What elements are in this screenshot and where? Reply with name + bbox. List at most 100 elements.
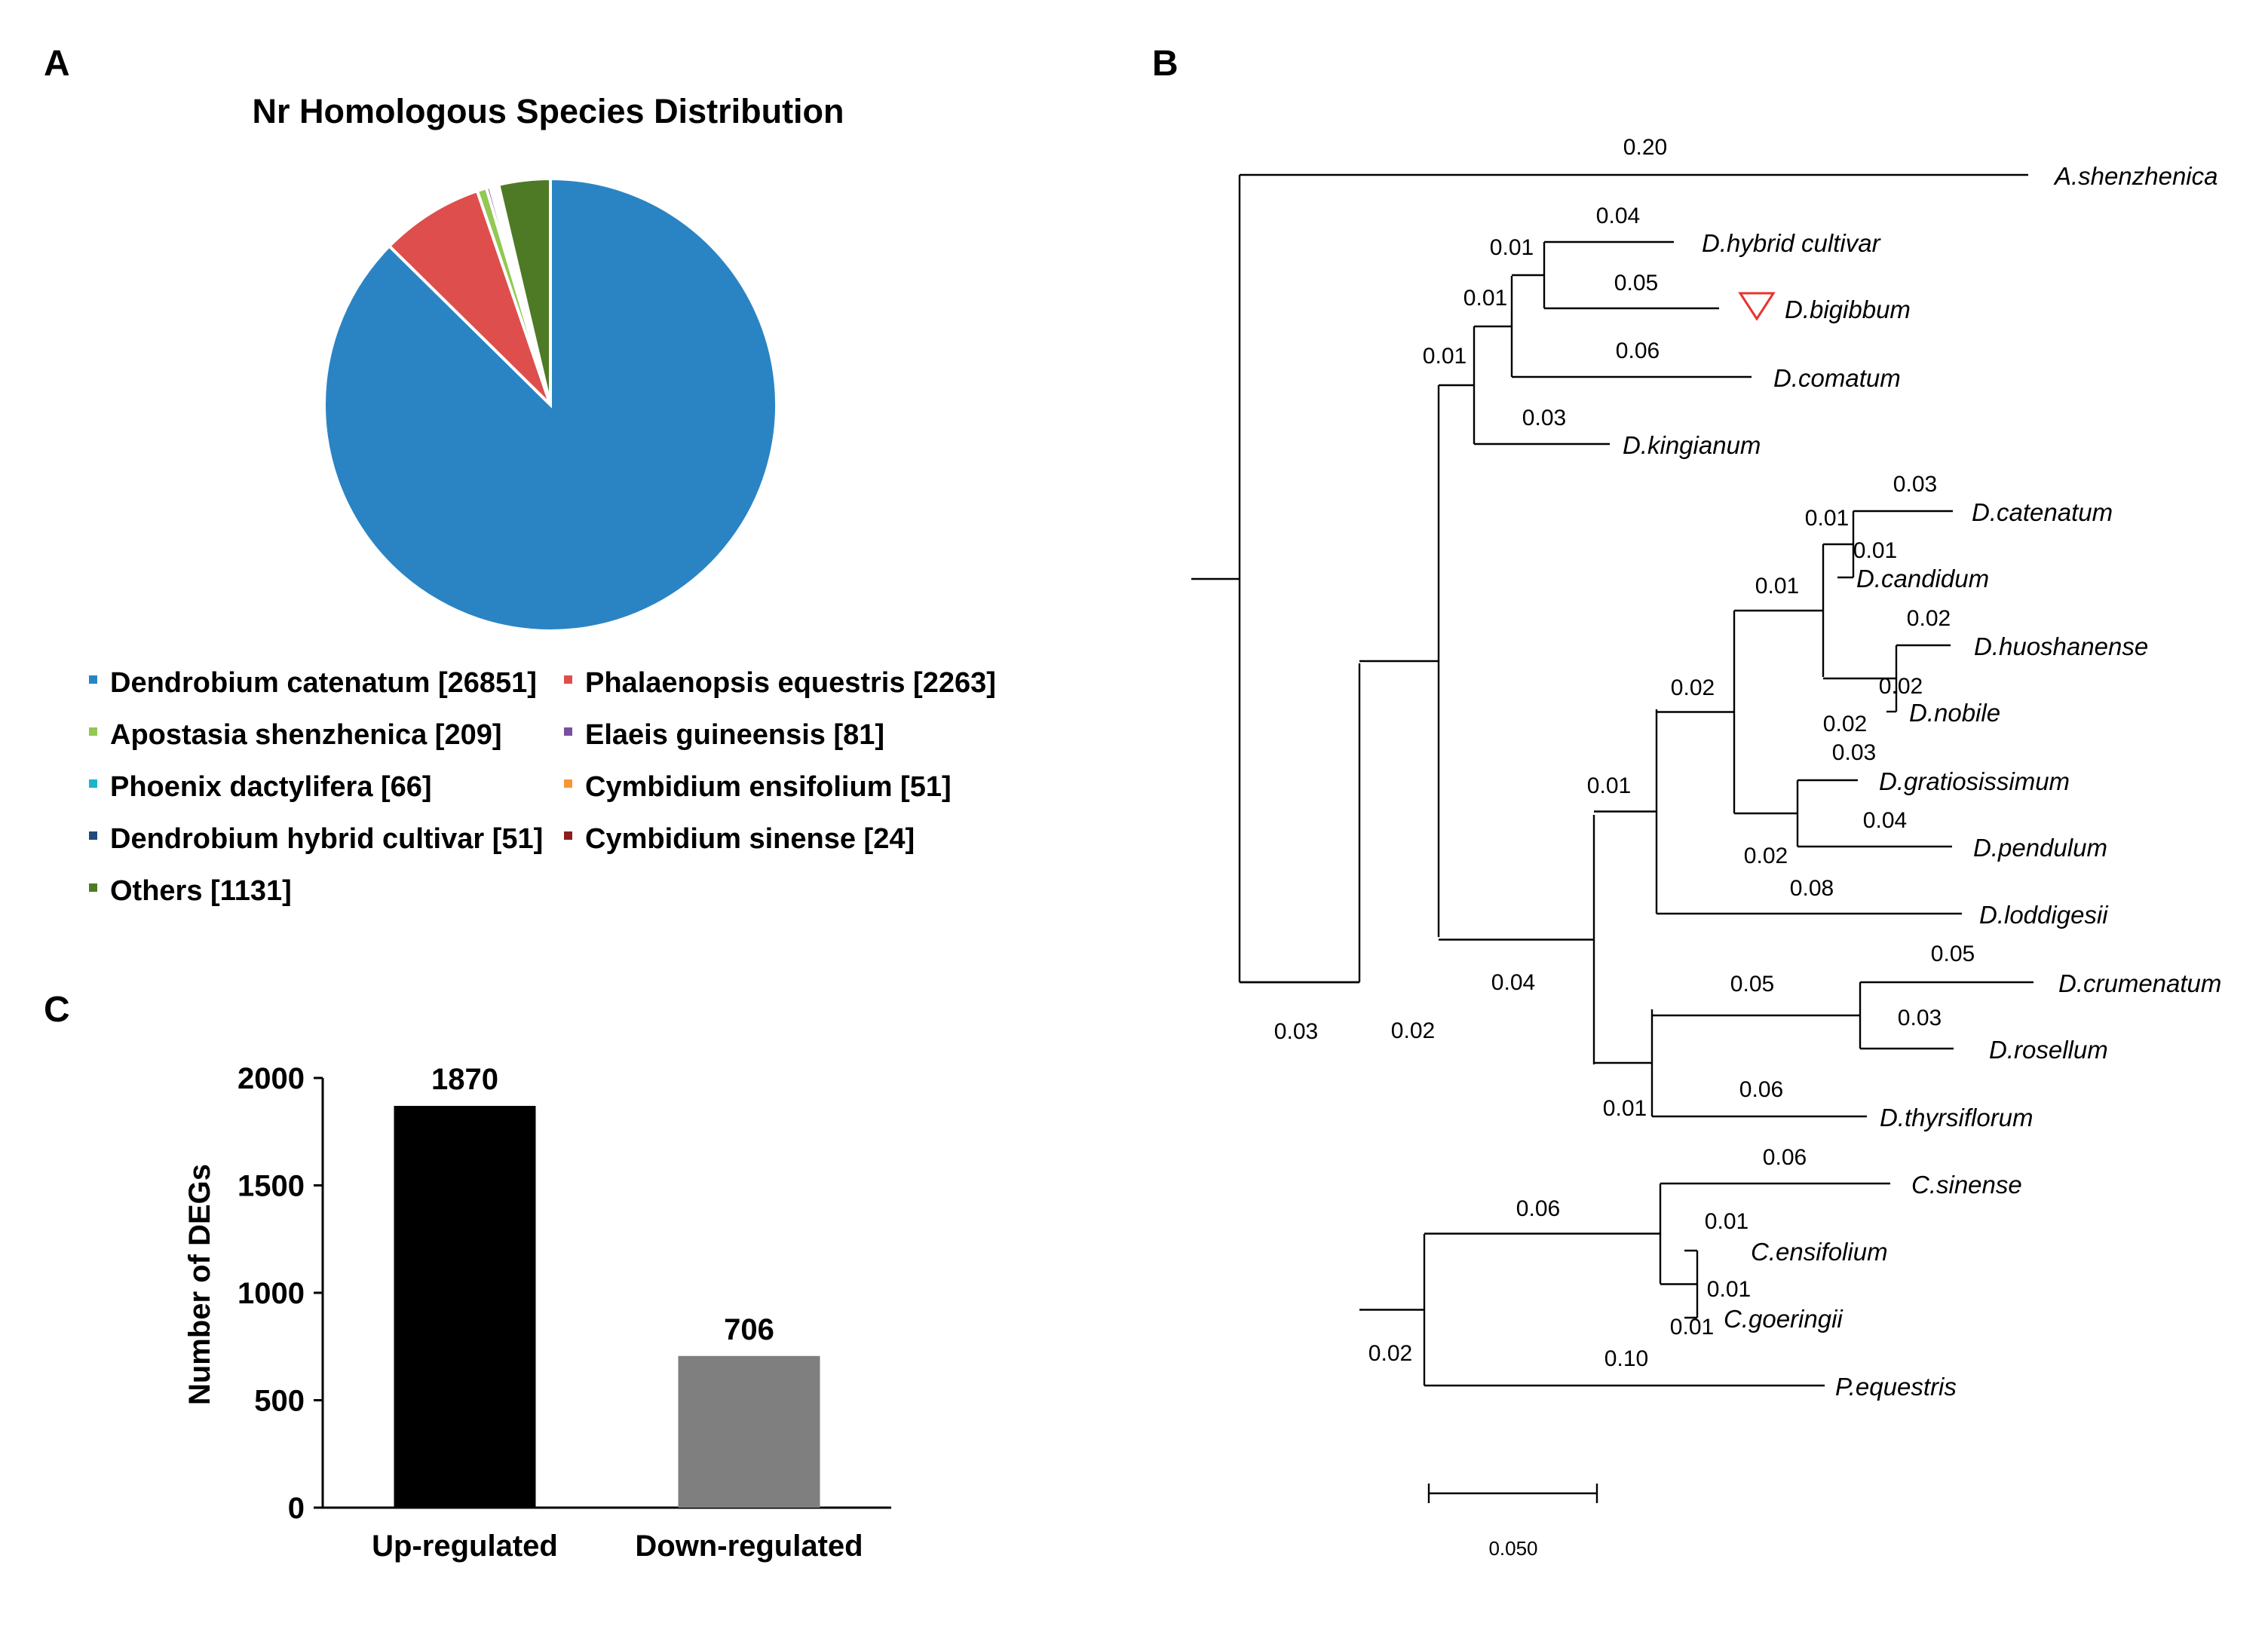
legend-swatch xyxy=(89,727,97,736)
legend-label: Others [1131] xyxy=(110,875,292,907)
tree-scale-bar: 0.050 xyxy=(1427,1484,1598,1560)
branch-length-label: 0.03 xyxy=(1893,472,1937,497)
legend-label: Apostasia shenzhenica [209] xyxy=(110,719,502,751)
branch-length-label: 0.06 xyxy=(1616,338,1660,363)
bar-y-axis-label: Number of DEGs xyxy=(183,1164,216,1405)
legend-swatch xyxy=(564,675,572,684)
pie-legend: Dendrobium catenatum [26851] Phalaenopsis… xyxy=(89,667,996,907)
branch-length-label: 0.08 xyxy=(1790,876,1834,901)
branch-length-label: 0.01 xyxy=(1805,506,1849,531)
pie-slice xyxy=(496,176,552,406)
branch-length-label: 0.10 xyxy=(1604,1346,1648,1371)
taxon-label: D.candidum xyxy=(1856,565,1989,593)
branch-length-label: 0.01 xyxy=(1670,1315,1714,1340)
branch-length-label: 0.06 xyxy=(1516,1196,1560,1221)
branch-length-label: 0.03 xyxy=(1522,406,1566,430)
bar xyxy=(394,1106,536,1508)
branch-length-label: 0.06 xyxy=(1739,1077,1783,1102)
panel-label-c: C xyxy=(44,990,70,1030)
legend-swatch xyxy=(89,831,97,840)
branch-length-label: 0.02 xyxy=(1368,1341,1412,1366)
taxon-label: D.nobile xyxy=(1909,699,2000,727)
highlight-triangle-icon xyxy=(1738,292,1776,321)
pie-chart: Nr Homologous Species Distribution Dendr… xyxy=(89,92,996,907)
branch-length-label: 0.01 xyxy=(1755,574,1799,599)
legend-swatch xyxy=(564,831,572,840)
y-tick-label: 2000 xyxy=(238,1062,305,1095)
taxon-label: D.crumenatum xyxy=(2058,969,2221,997)
branch-length-label: 0.06 xyxy=(1763,1145,1807,1170)
branch-length-label: 0.04 xyxy=(1596,204,1640,228)
legend-label: Elaeis guineensis [81] xyxy=(585,719,884,751)
bar-value-label: 706 xyxy=(724,1313,774,1346)
bar xyxy=(678,1355,820,1508)
panel-label-b: B xyxy=(1152,44,1178,84)
legend-swatch xyxy=(89,675,97,684)
legend-label: Cymbidium sinense [24] xyxy=(585,823,915,855)
taxon-label: D.gratiosissimum xyxy=(1879,767,2070,795)
branch-length-label: 0.01 xyxy=(1423,344,1467,369)
branch-length-label: 0.01 xyxy=(1853,538,1897,563)
taxon-label: D.loddigesii xyxy=(1979,901,2109,929)
x-tick-label: Down-regulated xyxy=(635,1530,863,1563)
branch-length-label: 0.03 xyxy=(1832,740,1876,765)
taxon-label: D.huoshanense xyxy=(1974,632,2148,660)
branch-length-label: 0.01 xyxy=(1587,773,1631,798)
branch-length-label: 0.02 xyxy=(1671,675,1715,700)
tree-branches xyxy=(1191,173,2034,1387)
branch-length-label: 0.02 xyxy=(1823,712,1867,736)
branch-length-label: 0.05 xyxy=(1931,942,1975,966)
legend-label: Cymbidium ensifolium [51] xyxy=(585,771,952,803)
taxon-label: D.bigibbum xyxy=(1785,295,1911,323)
branch-length-label: 0.03 xyxy=(1898,1006,1942,1030)
bar-axes: 0 500 1000 1500 2000 xyxy=(238,1062,891,1525)
y-tick-label: 1500 xyxy=(238,1170,305,1203)
legend-label: Dendrobium catenatum [26851] xyxy=(110,667,537,699)
taxon-label: D.pendulum xyxy=(1973,834,2107,862)
branch-length-label: 0.05 xyxy=(1730,972,1774,997)
branch-length-label: 0.05 xyxy=(1614,271,1658,295)
branch-length-label: 0.03 xyxy=(1274,1019,1318,1044)
taxon-label: C.goeringii xyxy=(1724,1305,1844,1333)
taxon-label: D.catenatum xyxy=(1972,498,2113,526)
legend-swatch xyxy=(564,727,572,736)
branch-length-label: 0.02 xyxy=(1391,1018,1435,1043)
branch-length-label: 0.04 xyxy=(1491,970,1535,995)
legend-label: Dendrobium hybrid cultivar [51] xyxy=(110,823,543,855)
legend-label: Phalaenopsis equestris [2263] xyxy=(585,667,996,699)
taxon-label: C.sinense xyxy=(1911,1171,2022,1199)
branch-length-label: 0.01 xyxy=(1490,235,1534,260)
branch-length-label: 0.02 xyxy=(1879,674,1923,699)
y-tick-label: 1000 xyxy=(238,1277,305,1310)
bar-chart: Number of DEGs 0 500 1000 1500 2000 1870Up-r… xyxy=(183,1062,891,1563)
pie-slice xyxy=(387,188,552,406)
branch-length-label: 0.02 xyxy=(1744,844,1788,868)
taxon-label: D.hybrid cultivar xyxy=(1702,229,1882,257)
branch-length-label: 0.01 xyxy=(1603,1096,1647,1121)
y-tick-label: 500 xyxy=(254,1385,305,1418)
taxon-label: C.ensifolium xyxy=(1751,1238,1888,1266)
scale-bar-label: 0.050 xyxy=(1488,1537,1537,1560)
pie-slices xyxy=(323,176,778,632)
legend-swatch xyxy=(89,779,97,788)
branch-length-label: 0.04 xyxy=(1863,808,1907,833)
pie-title: Nr Homologous Species Distribution xyxy=(252,92,844,130)
taxon-label: A.shenzhenica xyxy=(2053,162,2217,190)
y-tick-label: 0 xyxy=(288,1492,305,1525)
branch-length-label: 0.01 xyxy=(1707,1277,1751,1302)
taxon-label: P.equestris xyxy=(1835,1373,1957,1401)
panel-label-a: A xyxy=(44,44,70,84)
taxon-label: D.rosellum xyxy=(1989,1036,2108,1064)
branch-length-label: 0.20 xyxy=(1623,135,1667,160)
branch-length-label: 0.01 xyxy=(1463,286,1507,311)
legend-label: Phoenix dactylifera [66] xyxy=(110,771,432,803)
legend-swatch xyxy=(89,883,97,892)
taxon-label: D.kingianum xyxy=(1623,431,1761,459)
taxon-label: D.comatum xyxy=(1773,364,1901,392)
bar-value-label: 1870 xyxy=(431,1063,498,1096)
x-tick-label: Up-regulated xyxy=(372,1530,558,1563)
